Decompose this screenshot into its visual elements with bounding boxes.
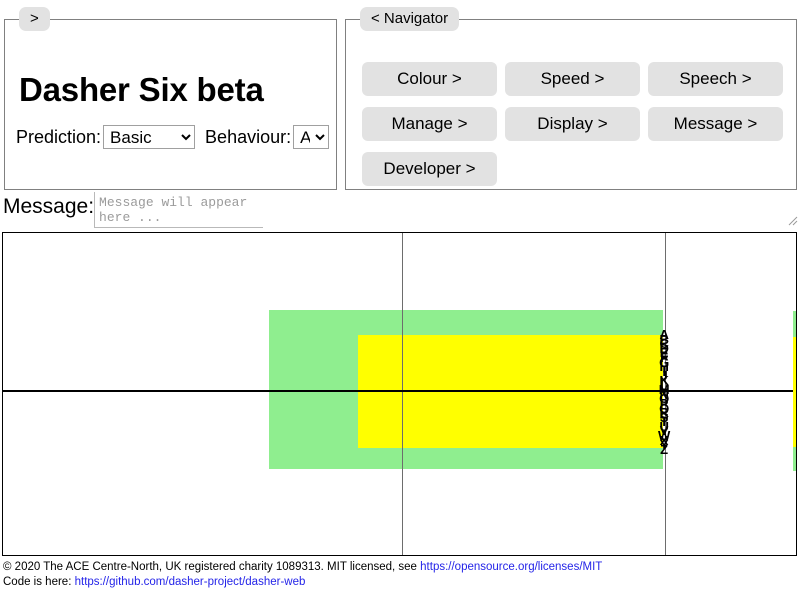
nav-cell: Manage >	[362, 107, 505, 141]
footer-line-2: Code is here: https://github.com/dasher-…	[3, 575, 793, 590]
nav-button-colour[interactable]: Colour >	[362, 62, 497, 96]
crosshair-line	[3, 390, 796, 392]
navigator-panel: < Navigator Colour > Speed > Speech > Ma…	[345, 7, 797, 190]
footer-repo-link[interactable]: https://github.com/dasher-project/dasher…	[74, 576, 306, 588]
resize-grip-icon	[788, 216, 798, 226]
navigator-button-grid: Colour > Speed > Speech > Manage > Displ…	[362, 62, 791, 186]
footer-license-link[interactable]: https://opensource.org/licenses/MIT	[420, 561, 603, 573]
nav-cell: Speech >	[648, 62, 791, 96]
behaviour-select[interactable]: A	[293, 125, 330, 149]
gridline-right	[665, 233, 666, 555]
edge-strip-green-top	[793, 311, 796, 337]
edge-strip-green-bottom	[793, 447, 796, 471]
behaviour-label: Behaviour:	[205, 126, 292, 147]
nav-cell: Message >	[648, 107, 791, 141]
main-panel-legend: >	[19, 7, 50, 31]
navigator-back-button[interactable]: < Navigator	[360, 7, 460, 31]
settings-row: Prediction: Basic Behaviour: A	[16, 125, 330, 149]
nav-button-display[interactable]: Display >	[505, 107, 640, 141]
footer-code-text: Code is here:	[3, 576, 75, 588]
nav-button-speed[interactable]: Speed >	[505, 62, 640, 96]
top-panels: > Dasher Six beta Prediction: Basic Beha…	[0, 0, 800, 190]
prediction-label: Prediction:	[16, 126, 102, 147]
footer-copyright-text: © 2020 The ACE Centre-North, UK register…	[3, 561, 421, 573]
collapse-toggle-button[interactable]: >	[19, 7, 50, 31]
main-panel: > Dasher Six beta Prediction: Basic Beha…	[4, 7, 337, 190]
prediction-select[interactable]: Basic	[103, 125, 196, 149]
nav-cell: Display >	[505, 107, 648, 141]
nav-button-message[interactable]: Message >	[648, 107, 783, 141]
message-row: Message:	[0, 192, 800, 230]
message-label: Message:	[3, 195, 95, 218]
gridline-left	[402, 233, 403, 555]
message-input[interactable]	[94, 192, 264, 228]
message-input-wrap	[94, 192, 800, 228]
nav-button-manage[interactable]: Manage >	[362, 107, 497, 141]
footer-line-1: © 2020 The ACE Centre-North, UK register…	[3, 560, 793, 575]
nav-button-speech[interactable]: Speech >	[648, 62, 783, 96]
nav-cell: Speed >	[505, 62, 648, 96]
nav-button-developer[interactable]: Developer >	[362, 152, 497, 186]
page-title: Dasher Six beta	[19, 71, 264, 108]
nav-cell: Colour >	[362, 62, 505, 96]
nav-cell: Developer >	[362, 152, 505, 186]
footer: © 2020 The ACE Centre-North, UK register…	[3, 560, 793, 590]
navigator-panel-legend: < Navigator	[360, 7, 460, 31]
edge-strip-yellow	[793, 337, 796, 447]
